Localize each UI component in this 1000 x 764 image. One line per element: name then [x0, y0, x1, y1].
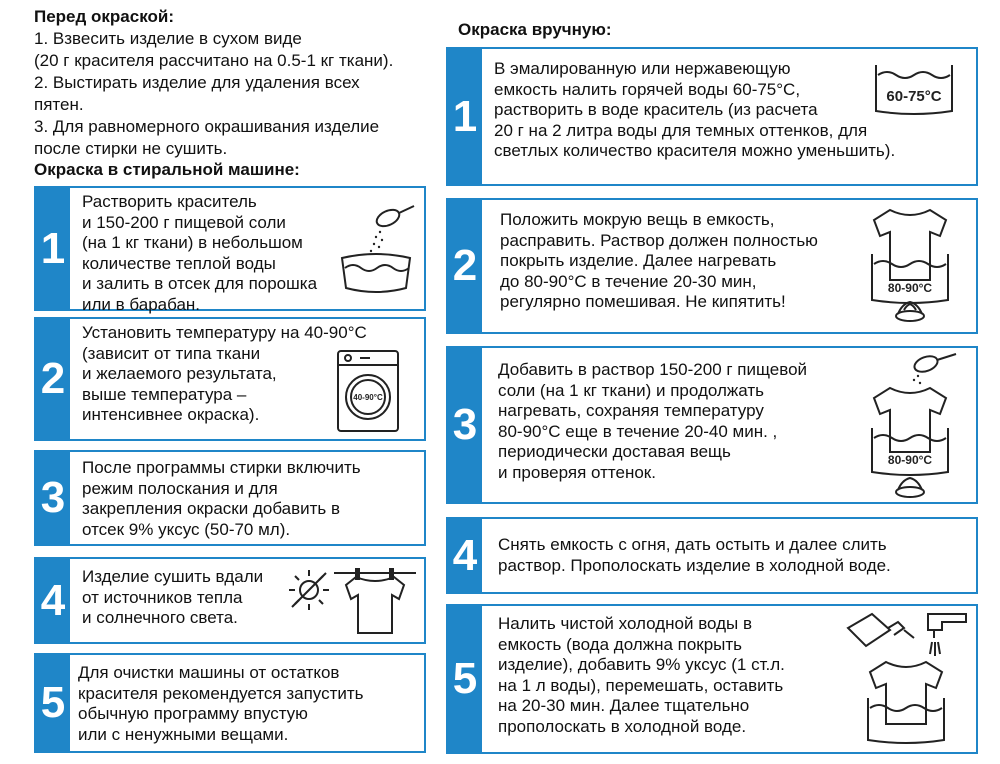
step-number: 1: [36, 188, 70, 309]
step-text: Изделие сушить вдали от источников тепла…: [82, 567, 264, 627]
before-line: пятен.: [34, 95, 84, 114]
vinegar-faucet-tshirt-icon: [838, 608, 974, 750]
tshirt-in-pot-icon: 80-90°С: [868, 206, 952, 330]
machine-step-card: 1 Растворить краситель и 150-200 г пищев…: [34, 186, 426, 314]
before-line: (20 г красителя рассчитано на 0.5-1 кг т…: [34, 51, 394, 70]
machine-section-title: Окраска в стиральной машине:: [34, 160, 300, 179]
manual-step-card: 1 В эмалированную или нержавеющую емкост…: [446, 47, 978, 186]
salt-spoon-bowl-icon: [336, 202, 416, 298]
step-number: 2: [448, 200, 482, 332]
manual-step-card: 5 Налить чистой холодной воды в емкость …: [446, 604, 978, 754]
before-line: 1. Взвесить изделие в сухом виде: [34, 29, 302, 48]
step-number: 3: [36, 452, 70, 544]
step-text: Снять емкость с огня, дать остыть и дале…: [498, 535, 891, 575]
salt-tshirt-pot-icon: 80-90°С: [866, 352, 960, 502]
before-line: 3. Для равномерного окрашивания изделие: [34, 117, 380, 136]
machine-temp-badge: 40-90°С: [353, 393, 383, 402]
step-number: 4: [36, 559, 70, 642]
vinegar-bottle-icon: [846, 612, 915, 648]
before-dyeing-block: Перед окраской: 1. Взвесить изделие в су…: [34, 6, 454, 160]
crossed-sun-icon: [286, 567, 332, 613]
before-line: после стирки не сушить.: [34, 139, 228, 158]
manual-step-card: 4 Снять емкость с огня, дать остыть и да…: [446, 517, 978, 594]
step-text: Растворить краситель и 150-200 г пищевой…: [82, 192, 318, 314]
step-text: В эмалированную или нержавеющую емкость …: [494, 59, 896, 160]
step-text: Положить мокрую вещь в емкость, расправи…: [500, 210, 818, 311]
step-number: 5: [36, 655, 70, 751]
step-number: 3: [448, 348, 482, 502]
faucet-icon: [927, 613, 967, 656]
machine-step-card: 5 Для очистки машины от остатков красите…: [34, 653, 426, 753]
step-text: Налить чистой холодной воды в емкость (в…: [498, 614, 785, 736]
before-dyeing-title: Перед окраской:: [34, 7, 174, 26]
before-line: 2. Выстирать изделие для удаления всех: [34, 73, 360, 92]
step-text: Установить температуру на 40-90°С (завис…: [82, 323, 367, 424]
step-text: Добавить в раствор 150-200 г пищевой сол…: [498, 360, 808, 482]
burner-flame-icon: [895, 300, 925, 322]
manual-step-card: 3 Добавить в раствор 150-200 г пищевой с…: [446, 346, 978, 504]
step-number: 5: [448, 606, 482, 752]
washing-machine-icon: 40-90°С: [336, 349, 400, 433]
drying-tshirt-icon: [334, 565, 416, 637]
pot-icon: 60-75°С: [872, 61, 956, 117]
step-text: После программы стирки включить режим по…: [82, 458, 361, 539]
step-number: 4: [448, 519, 482, 592]
step-text: Для очистки машины от остатков красителя…: [78, 663, 364, 744]
manual-section-title: Окраска вручную:: [458, 20, 612, 39]
machine-step-card: 4 Изделие сушить вдали от источников теп…: [34, 557, 426, 644]
step-number: 2: [36, 319, 70, 439]
manual-step-card: 2 Положить мокрую вещь в емкость, распра…: [446, 198, 978, 334]
pot-temp-badge: 80-90°С: [888, 281, 932, 295]
machine-step-card: 2 Установить температуру на 40-90°С (зав…: [34, 317, 426, 441]
step-number: 1: [448, 49, 482, 184]
machine-step-card: 3 После программы стирки включить режим …: [34, 450, 426, 546]
pot-temp-badge: 80-90°С: [888, 453, 932, 467]
pot-temp-badge: 60-75°С: [886, 88, 941, 105]
